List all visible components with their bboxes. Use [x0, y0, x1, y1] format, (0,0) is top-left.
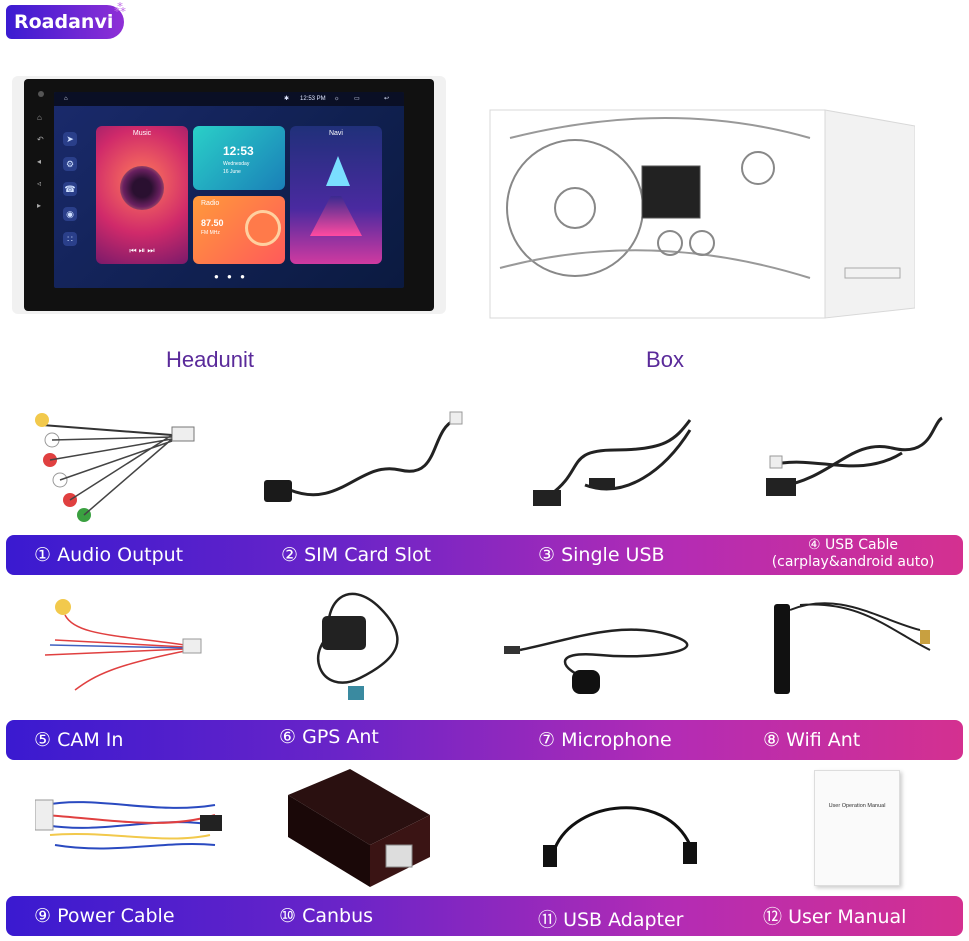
usb-cable-label: ④ USB Cable (carplay&android auto) — [758, 537, 948, 571]
canbus-label: ⑩ Canbus — [279, 905, 373, 927]
item-number: ⑫ — [763, 906, 783, 928]
page-indicator: ● ● ● — [214, 272, 248, 281]
album-art — [120, 166, 164, 210]
usb-adapter-label: ⑪ USB Adapter — [538, 905, 683, 932]
radio-frequency: 87.50 — [201, 218, 224, 228]
single-usb-label: ③ Single USB — [538, 544, 665, 566]
single-usb-image — [533, 419, 692, 506]
navi-card-label: Navi — [328, 130, 343, 137]
back-icon: ↩ — [384, 96, 390, 102]
item-number: ⑥ — [279, 726, 297, 748]
music-card: Music ⏮ ⏯ ⏭ — [96, 126, 188, 264]
item-text: Microphone — [561, 729, 672, 751]
box-image — [470, 98, 916, 320]
music-controls-icon: ⏮ ⏯ ⏭ — [129, 246, 155, 255]
item-number: ⑤ — [34, 729, 52, 751]
headunit-label: Headunit — [165, 347, 255, 372]
apps-icon: ∷ — [63, 232, 77, 246]
clock-date: Wednesday 16 June — [223, 160, 249, 176]
sim-card-slot-label: ② SIM Card Slot — [281, 544, 431, 566]
item-number: ④ — [808, 537, 821, 553]
item-number: ⑦ — [538, 729, 556, 751]
microphone-label: ⑦ Microphone — [538, 729, 672, 751]
wifi-antenna-image — [774, 602, 931, 694]
gps-ant-label: ⑥ GPS Ant — [279, 726, 379, 748]
wifi-ant-label: ⑧ Wifi Ant — [763, 729, 860, 751]
gps-antenna-image — [317, 592, 399, 700]
item-text: CAM In — [57, 729, 124, 751]
home-icon: ⌂ — [64, 96, 68, 102]
usb-adapter-image — [543, 806, 697, 867]
user-manual-booklet: User Operation Manual — [814, 770, 900, 886]
item-text: Power Cable — [57, 905, 175, 927]
box-label: Box — [646, 347, 684, 372]
settings-icon: ⚙ — [63, 157, 77, 171]
accessory-row-1-bar: ① Audio Output ② SIM Card Slot ③ Single … — [6, 535, 963, 575]
item-text: Single USB — [561, 544, 665, 566]
status-time: 12:53 PM — [300, 96, 326, 102]
navi-road — [310, 196, 362, 236]
radio-card-label: Radio — [201, 200, 220, 207]
item-number: ① — [34, 544, 52, 566]
power-cable-image — [35, 799, 222, 850]
item-number: ⑩ — [279, 905, 297, 927]
phone-icon: ☎ — [63, 182, 77, 196]
app-sidebar: ➤ ⚙ ☎ ◉ ∷ — [60, 132, 80, 257]
music-card-label: Music — [132, 130, 152, 137]
side-button-column: ⌂↶◂◃▸ — [37, 113, 44, 210]
window-icon: ▭ — [354, 96, 360, 102]
item-text: GPS Ant — [302, 726, 379, 748]
status-bar: ⌂ ✱ 12:53 PM ☼ ▭ ↩ — [54, 92, 404, 106]
item-number: ⑪ — [538, 909, 558, 931]
user-manual-label: ⑫ User Manual — [763, 902, 906, 929]
headunit-screen: ⌂ ✱ 12:53 PM ☼ ▭ ↩ ➤ ⚙ ☎ ◉ ∷ Music ⏮ ⏯ ⏭… — [54, 92, 404, 288]
item-text: SIM Card Slot — [304, 544, 432, 566]
camera-icon: ◉ — [63, 207, 77, 221]
item-text: Canbus — [302, 905, 374, 927]
brand-logo: Roadanvi — [6, 5, 124, 39]
radio-units: FM MHz — [201, 230, 220, 236]
logo-spark-icon: ⁂ — [114, 1, 126, 15]
accessory-row-2-bar: ⑤ CAM In ⑥ GPS Ant ⑦ Microphone ⑧ Wifi A… — [6, 720, 963, 760]
audio-output-label: ① Audio Output — [34, 544, 183, 566]
sim-card-slot-image — [264, 411, 463, 502]
brightness-icon: ☼ — [334, 96, 340, 102]
bluetooth-icon: ✱ — [284, 96, 290, 102]
item-subtext: (carplay&android auto) — [771, 554, 935, 570]
power-cable-label: ⑨ Power Cable — [34, 905, 175, 927]
navi-arrow-icon — [326, 156, 350, 186]
item-text: Audio Output — [57, 544, 184, 566]
item-number: ③ — [538, 544, 556, 566]
clock-time: 12:53 — [223, 144, 254, 158]
audio-output-cable-image — [35, 413, 195, 522]
clock-day: Wednesday — [223, 161, 250, 167]
navi-card: Navi — [290, 126, 382, 264]
box-illustration — [489, 109, 916, 319]
microphone-image — [504, 628, 689, 694]
item-number: ⑨ — [34, 905, 52, 927]
cam-in-label: ⑤ CAM In — [34, 729, 123, 751]
clock-date-text: 16 June — [223, 169, 241, 175]
usb-cable-image — [766, 416, 943, 496]
accessory-row-3-bar: ⑨ Power Cable ⑩ Canbus ⑪ USB Adapter ⑫ U… — [6, 896, 963, 936]
item-text: User Manual — [788, 906, 907, 928]
item-text: USB Cable — [825, 537, 898, 553]
canbus-box-image — [288, 769, 430, 887]
cam-in-cable-image — [44, 599, 202, 691]
power-button-icon — [38, 91, 44, 97]
clock-card: 12:53 Wednesday 16 June — [193, 126, 285, 190]
brand-logo-text: Roadanvi — [14, 11, 114, 33]
manual-title: User Operation Manual — [828, 803, 886, 809]
item-text: USB Adapter — [563, 909, 684, 931]
item-number: ⑧ — [763, 729, 781, 751]
item-number: ② — [281, 544, 299, 566]
radio-card: Radio 87.50 FM MHz — [193, 196, 285, 264]
item-text: Wifi Ant — [786, 729, 861, 751]
navigation-icon: ➤ — [63, 132, 77, 146]
radio-dial-icon — [245, 210, 281, 246]
